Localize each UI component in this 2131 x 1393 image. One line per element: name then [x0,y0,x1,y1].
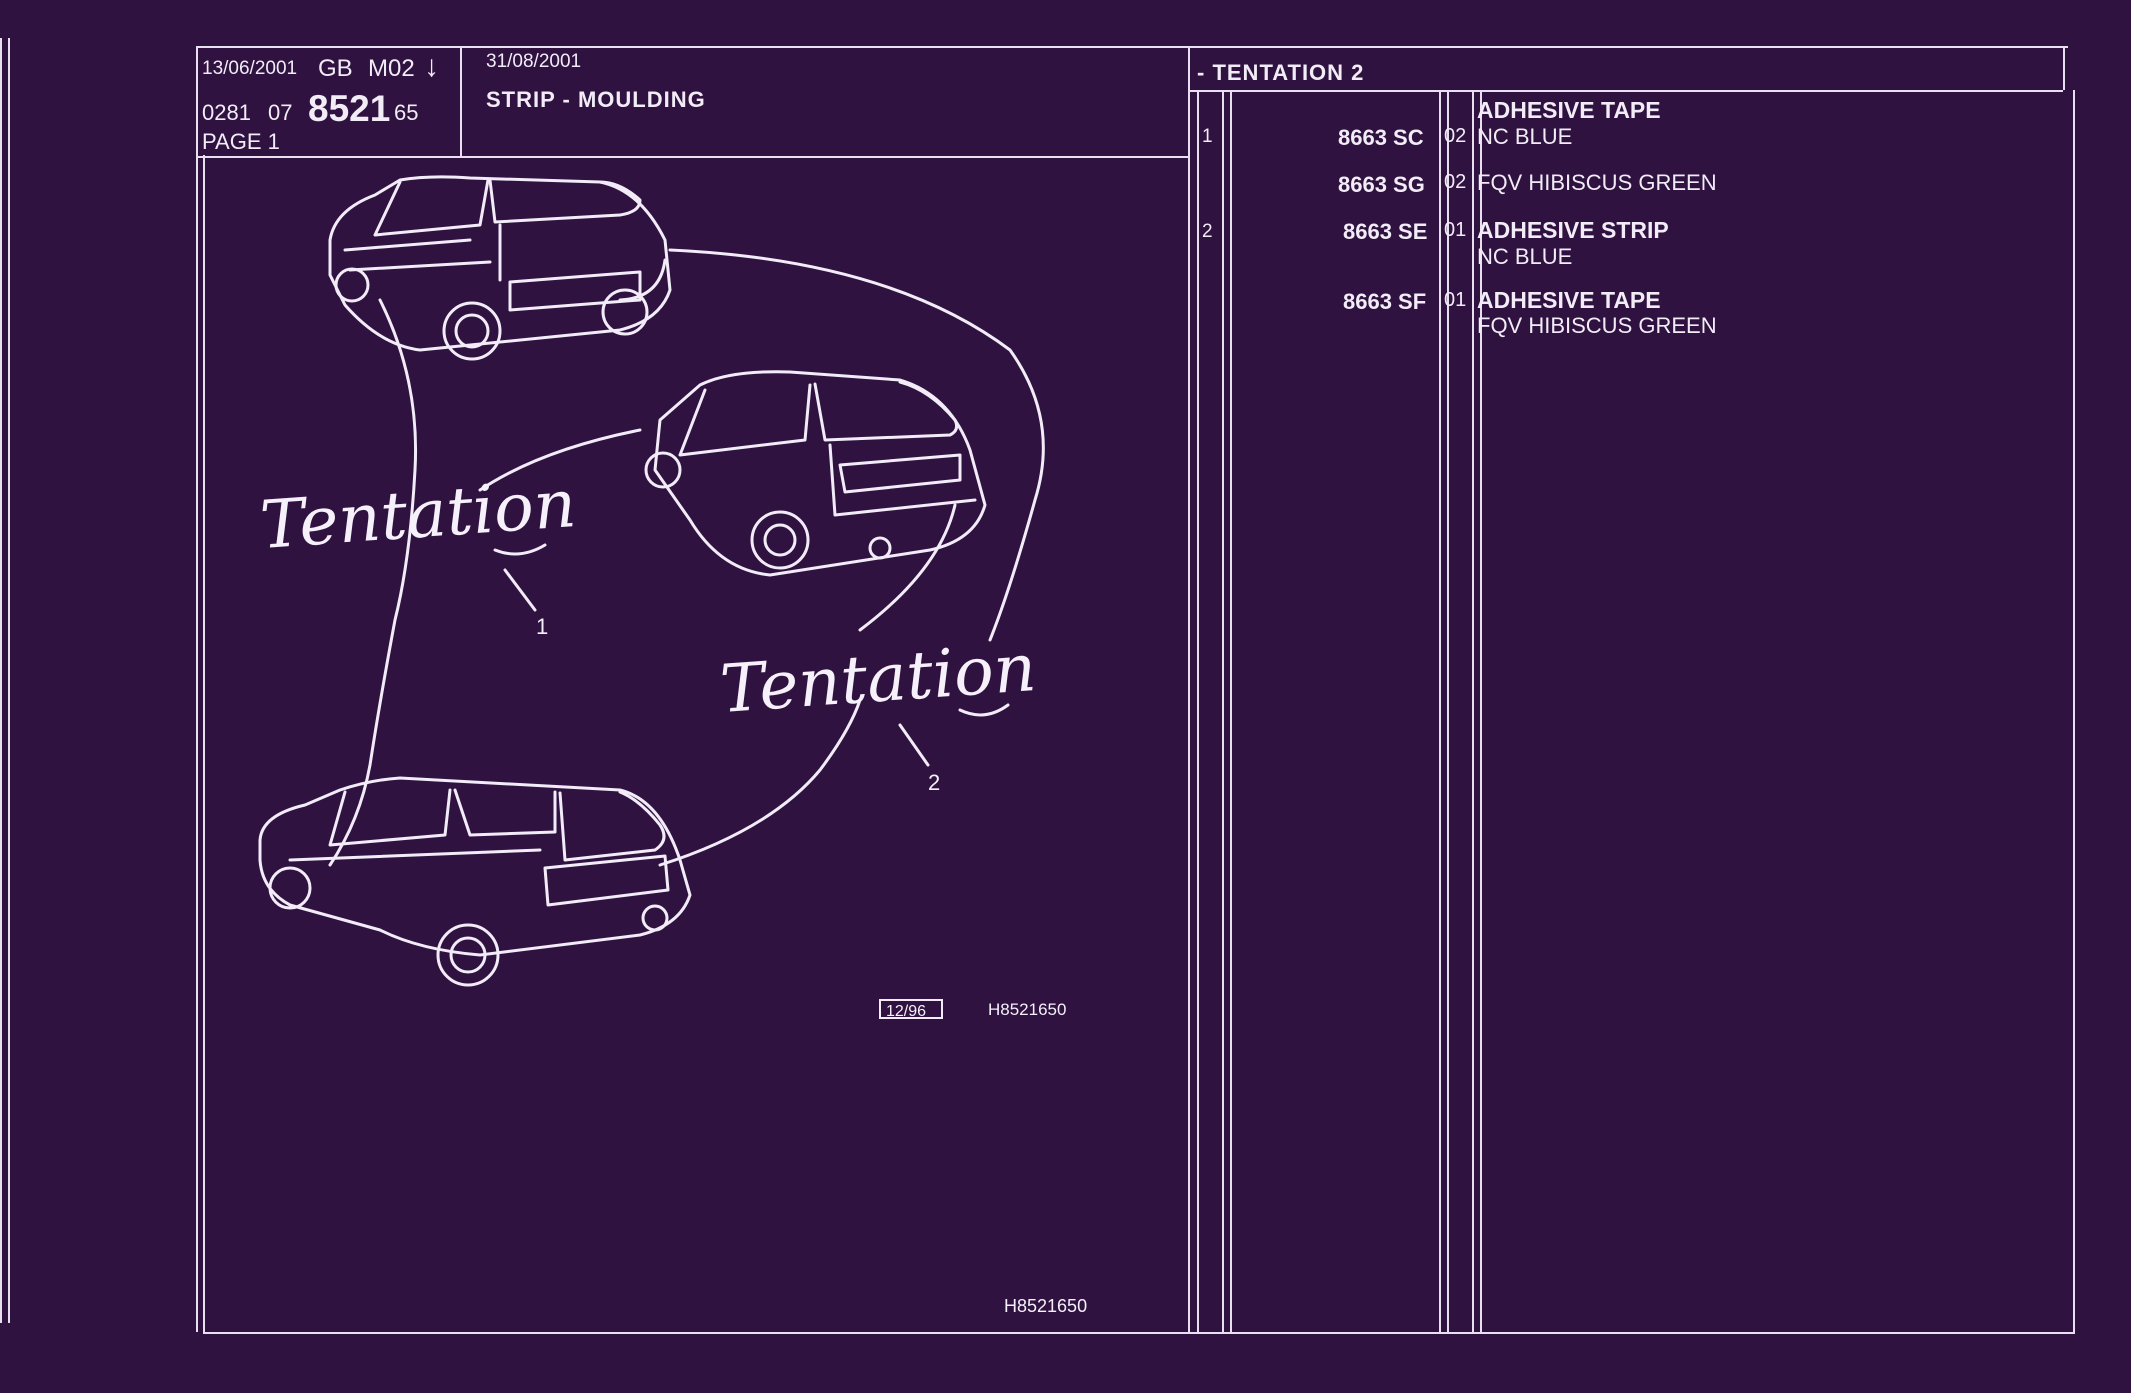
part-description: ADHESIVE TAPE [1477,97,1661,123]
part-quantity: 02 [1444,171,1467,193]
callout-curve [478,428,642,492]
part-color: NC BLUE [1477,244,1573,269]
part-description: ADHESIVE STRIP [1477,217,1669,243]
header-bottom-line [196,156,1190,158]
column-divider [1480,92,1482,1332]
part-reference: 8663 SG [1338,172,1425,197]
drawing-date: 12/96 [886,1003,926,1020]
callout-curve [328,298,418,867]
validity-date: 31/08/2001 [486,51,582,72]
section-underline [1190,90,2063,92]
down-arrow-icon: ↓ [424,50,439,83]
column-divider [1439,92,1441,1332]
document-frame [196,46,2068,1332]
page-title: STRIP - MOULDING [486,87,706,112]
frame-bottom [203,1332,2075,1334]
column-divider [1447,92,1449,1332]
callout-number: 1 [536,614,548,639]
drawing-reference: H8521650 [988,1000,1066,1019]
footer-reference: H8521650 [1004,1296,1087,1316]
frame-right [2063,46,2065,90]
print-date: 13/06/2001 [202,58,298,79]
model-code: M02 [368,55,415,82]
part-code-group: 07 [268,100,293,125]
callout-curve [658,698,862,867]
column-divider [1222,92,1224,1332]
item-number: 1 [1202,126,1213,147]
column-divider [1197,92,1199,1332]
part-reference: 8663 SF [1343,289,1427,314]
leader-line [503,568,537,612]
tentation-logo: Tentation [258,465,579,564]
part-color: FQV HIBISCUS GREEN [1477,170,1717,195]
date-box [879,999,943,1019]
logo-swash [958,703,1010,717]
part-reference: 8663 SC [1338,125,1424,150]
car-estate [258,776,692,987]
part-quantity: 01 [1444,219,1467,241]
part-color: FQV HIBISCUS GREEN [1477,313,1717,338]
part-code-prefix: 0281 [202,100,251,125]
leader-line [898,723,930,767]
callout-number: 2 [928,770,940,795]
frame-right [2073,90,2075,1332]
header-divider [460,46,462,156]
column-divider [1472,92,1474,1332]
column-divider [1188,46,1190,1332]
car-hatchback-5door [328,175,672,361]
item-number: 2 [1202,221,1213,242]
part-quantity: 01 [1444,289,1467,311]
callout-curve [858,503,957,632]
part-color: NC BLUE [1477,124,1573,149]
section-title: - TENTATION 2 [1197,60,1365,85]
callout-curve [668,248,1045,642]
part-quantity: 02 [1444,125,1467,147]
part-code-main: 8521 [308,88,391,129]
part-description: ADHESIVE TAPE [1477,287,1661,313]
left-page-edge [8,38,10,1323]
column-divider [1230,92,1232,1332]
page-number: PAGE 1 [202,129,280,154]
logo-swash [493,543,547,556]
part-reference: 8663 SE [1343,219,1428,244]
part-code-suffix: 65 [394,100,419,125]
car-hatchback-3door [644,370,987,577]
left-page-edge [0,38,2,1323]
frame-left [203,155,205,1333]
language-code: GB [318,55,353,82]
